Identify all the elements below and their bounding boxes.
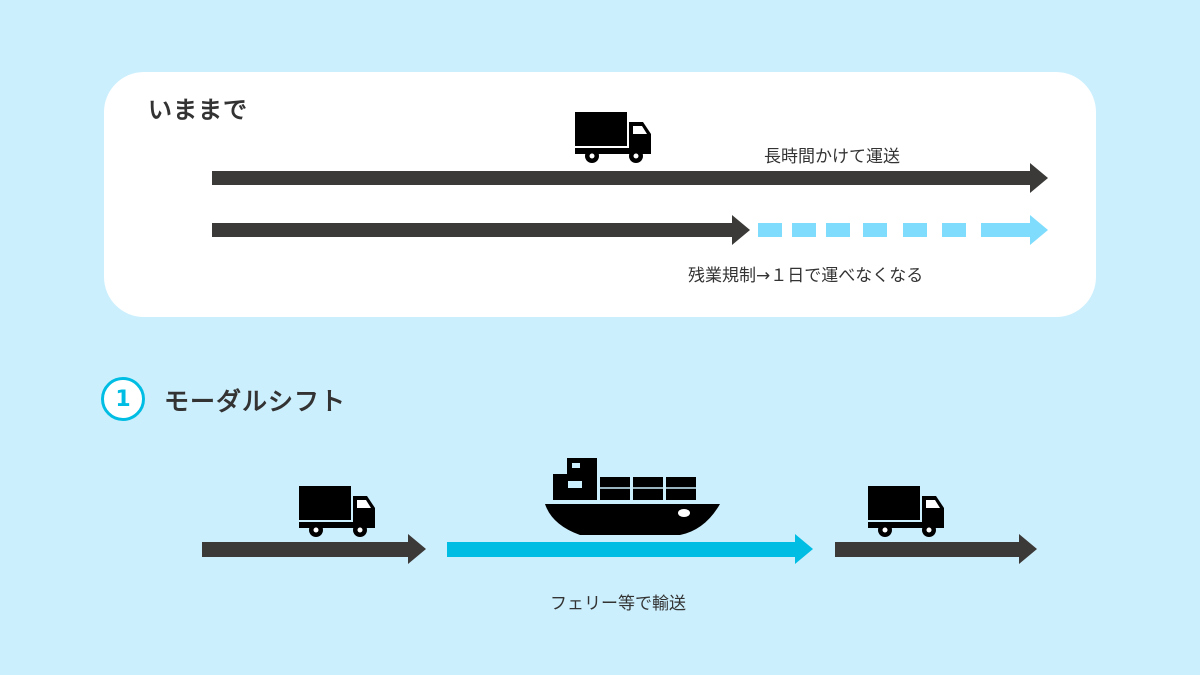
truck-leg-2-arrow <box>835 534 1037 564</box>
limited-haul-arrow <box>212 215 750 245</box>
modal-shift-title: モーダルシフト <box>164 387 347 416</box>
truck-leg-1-arrow <box>202 534 426 564</box>
ferry-leg-arrow <box>447 534 813 564</box>
truck-icon <box>299 486 375 537</box>
truck-icon <box>868 486 944 537</box>
overtime-limit-label: 残業規制→１日で運べなくなる <box>688 266 924 286</box>
step-number-badge: 1 <box>101 377 145 421</box>
cargo-ship-icon <box>545 458 720 535</box>
before-title: いままで <box>148 96 248 124</box>
unreachable-dashed-arrow <box>758 215 1048 245</box>
long-haul-label: 長時間かけて運送 <box>764 147 900 167</box>
ferry-caption: フェリー等で輸送 <box>550 594 686 614</box>
truck-icon <box>575 112 651 163</box>
long-haul-arrow <box>212 163 1048 193</box>
